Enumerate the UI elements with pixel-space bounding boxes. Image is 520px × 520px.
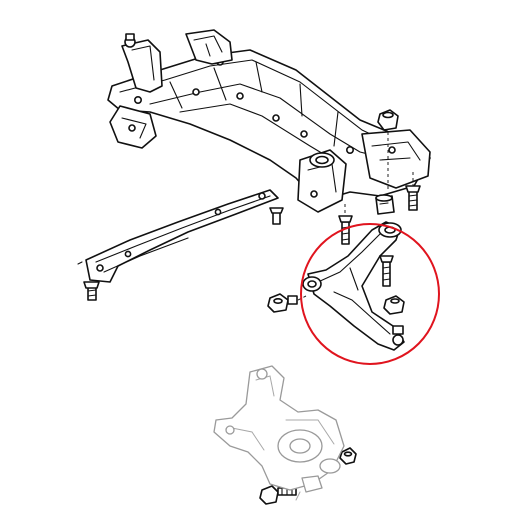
lower-control-arm (302, 221, 405, 351)
stabilizer-bracket (77, 189, 279, 283)
highlight-circle (300, 223, 440, 365)
rubber-bushing (375, 194, 395, 215)
steering-knuckle (213, 365, 345, 501)
bolts-and-nuts (83, 109, 421, 505)
front-subframe (107, 29, 431, 213)
